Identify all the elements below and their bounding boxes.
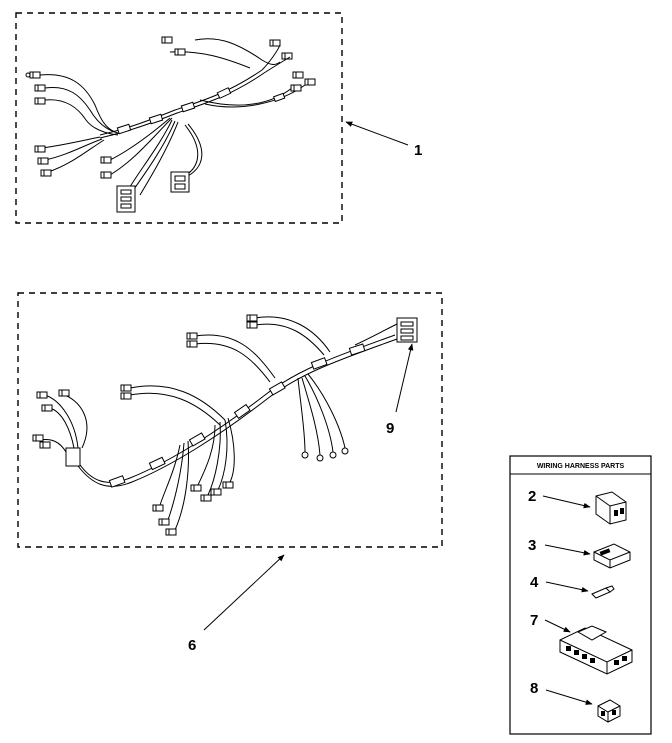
callout-1-label: 1 — [414, 142, 422, 159]
legend-title: WIRING HARNESS PARTS — [537, 463, 625, 470]
harness-lower-boundary — [17, 292, 443, 548]
callout-9-arrow — [395, 343, 414, 413]
legend-item-2-label: 2 — [528, 488, 536, 505]
harness-lower — [17, 292, 443, 548]
legend-item-8-label: 8 — [530, 680, 538, 697]
harness-lower-connector-9 — [396, 317, 418, 343]
legend-item-7: 7 — [530, 612, 633, 675]
flat-connector-icon — [593, 543, 631, 569]
callout-6-arrow — [203, 554, 285, 631]
harness-upper — [15, 12, 343, 224]
legend-item-8: 8 — [530, 680, 621, 723]
callout-1-arrow — [345, 121, 409, 146]
legend-item-2: 2 — [528, 488, 627, 525]
harness-lower-trunk — [77, 334, 396, 483]
legend-item-7-label: 7 — [530, 612, 538, 629]
legend-item-3: 3 — [528, 537, 631, 569]
callout-9-label: 9 — [386, 420, 394, 437]
legend-item-3-label: 3 — [528, 537, 536, 554]
block-connector-icon — [595, 491, 627, 525]
multi-pin-connector-icon — [559, 625, 633, 675]
harness-upper-connector-right — [170, 171, 190, 193]
legend-item-4-label: 4 — [530, 574, 539, 591]
harness-upper-boundary — [15, 12, 343, 224]
pin-terminal-icon — [591, 585, 615, 599]
legend-item-4: 4 — [530, 574, 615, 599]
small-plug-icon — [597, 699, 621, 723]
harness-upper-connector-left — [116, 185, 136, 213]
callout-6-label: 6 — [188, 637, 196, 654]
wiring-harness-parts-legend: WIRING HARNESS PARTS 2 3 — [509, 455, 652, 735]
